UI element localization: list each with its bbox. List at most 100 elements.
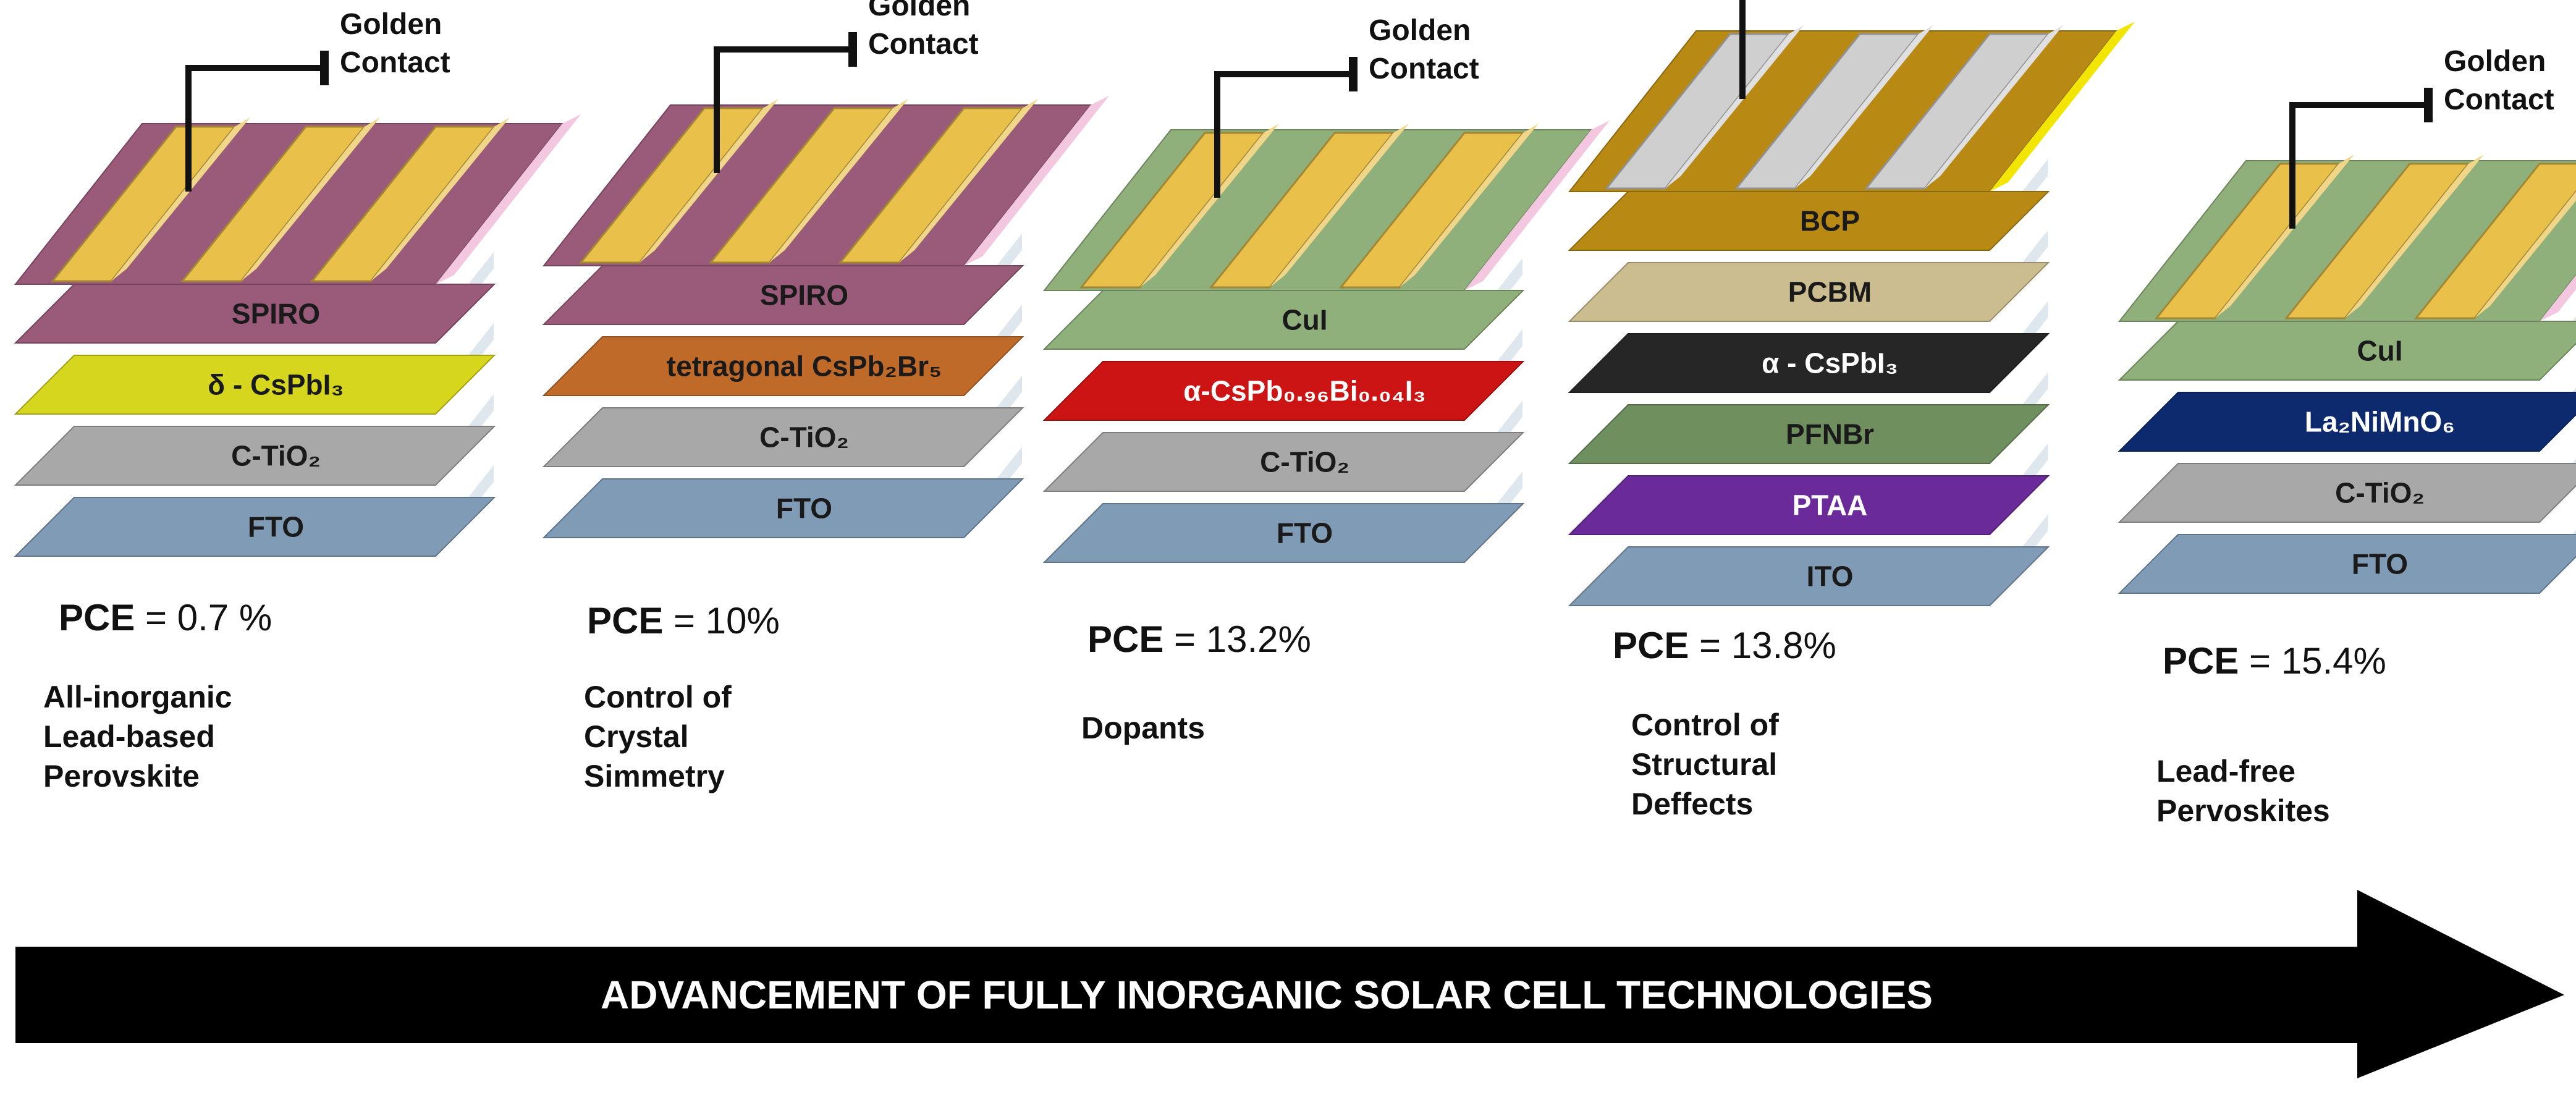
- layer-label: C-TiO₂: [231, 440, 321, 472]
- electrode-finger-highlight: [2215, 154, 2354, 318]
- layer-front-face: [1568, 475, 2050, 535]
- contact-label: Contact: [340, 46, 450, 79]
- cell-caption-line: Simmetry: [584, 759, 725, 793]
- layer-label: δ - CsPbI₃: [208, 369, 344, 401]
- contact-wire: [1214, 71, 1353, 198]
- pce-label: PCE: [587, 600, 674, 641]
- layer-front-face: [1568, 404, 2050, 464]
- electrode-finger-highlight: [1665, 25, 1804, 188]
- layer-front-face: [14, 426, 496, 486]
- advancement-arrow: ADVANCEMENT OF FULLY INORGANIC SOLAR CEL…: [15, 890, 2564, 1078]
- top-layer-edge: [964, 96, 1109, 266]
- electrode-finger-highlight: [111, 117, 250, 281]
- contact-label: Contact: [1369, 53, 1479, 85]
- layer-front-face: [2118, 321, 2576, 381]
- layer-front-face: [2118, 463, 2576, 523]
- cell-3: FTOC-TiO₂α-CsPb₀.₉₆Bi₀.₀₄I₃CuIGoldenCont…: [1042, 14, 1610, 745]
- layer-front-face: [14, 284, 496, 344]
- layer-front-face: [1042, 503, 1525, 563]
- contact-wire: [714, 46, 853, 173]
- pce-value: = 13.8%: [1699, 625, 1836, 666]
- pce-value: = 0.7 %: [145, 597, 272, 638]
- pce-label: PCE: [2163, 640, 2249, 682]
- cell-caption-line: Control of: [1631, 708, 1779, 742]
- layer-front-face: [542, 336, 1024, 396]
- layer-front-face: [2118, 534, 2576, 594]
- electrode-finger-highlight: [1140, 124, 1279, 287]
- layer-front-face: [14, 497, 496, 557]
- pce-text: PCE = 15.4%: [2163, 640, 2386, 682]
- layer-label: FTO: [2352, 548, 2408, 580]
- layer-label: ITO: [1807, 560, 1854, 593]
- electrode-finger-highlight: [2345, 154, 2484, 318]
- layer-front-face: [1042, 290, 1525, 350]
- cell-caption-line: Perovskite: [43, 759, 200, 793]
- contact-wire: [1739, 0, 1746, 99]
- contact-label: Contact: [2444, 83, 2554, 116]
- contact-wire: [2289, 102, 2428, 229]
- pce-label: PCE: [1087, 619, 1174, 660]
- layer-front-face: [1568, 262, 2050, 322]
- layer-label: C-TiO₂: [759, 421, 849, 454]
- electrode-finger-highlight: [899, 99, 1038, 263]
- top-layer-edge: [2540, 275, 2576, 321]
- top-layer-edge: [1464, 120, 1610, 290]
- cell-2: FTO C-TiO₂ tetragonal CsPb₂Br₅ SPIRO GoldenC…: [542, 0, 1109, 793]
- electrode-finger-highlight: [1270, 124, 1409, 287]
- electrode-finger-highlight: [241, 117, 380, 281]
- contact-label: Golden: [340, 8, 442, 41]
- layer-label: La₂NiMnO₆: [2305, 406, 2455, 438]
- layer-front-face: [1568, 191, 2050, 251]
- cell-caption-line: Control of: [584, 680, 732, 714]
- electrode-finger-highlight: [1925, 25, 2064, 188]
- pce-text: PCE = 13.8%: [1613, 625, 1836, 666]
- pce-text: PCE = 0.7 %: [59, 597, 272, 638]
- cell-caption-line: Structural: [1631, 747, 1777, 782]
- electrode-finger-highlight: [769, 99, 908, 263]
- pce-value: = 15.4%: [2249, 640, 2386, 682]
- layer-label: tetragonal CsPb₂Br₅: [667, 350, 942, 383]
- layer-label: CuI: [2357, 335, 2402, 367]
- cell-caption-line: Deffects: [1631, 787, 1753, 821]
- layer-front-face: [1042, 432, 1525, 492]
- electrode-finger-highlight: [1795, 25, 1934, 188]
- cell-caption-line: Lead-free: [2156, 754, 2295, 788]
- layer-front-face: [14, 355, 496, 415]
- pce-value: = 13.2%: [1174, 619, 1311, 660]
- cell-caption-line: Pervoskites: [2156, 793, 2330, 828]
- layer-label: PCBM: [1788, 276, 1872, 308]
- contact-label: Golden: [868, 0, 970, 22]
- top-layer-edge: [1990, 22, 2135, 192]
- pce-text: PCE = 13.2%: [1087, 619, 1311, 660]
- pce-value: = 10%: [674, 600, 780, 641]
- layer-label: C-TiO₂: [1260, 446, 1349, 478]
- pce-label: PCE: [1613, 625, 1699, 666]
- layer-label: α-CsPb₀.₉₆Bi₀.₀₄I₃: [1183, 375, 1426, 407]
- layer-label: SPIRO: [760, 279, 848, 311]
- cell-caption-line: All-inorganic: [43, 680, 232, 714]
- layer-label: BCP: [1800, 205, 1860, 237]
- layer-label: α - CsPbI₃: [1762, 347, 1898, 379]
- pce-text: PCE = 10%: [587, 600, 780, 641]
- layer-front-face: [1568, 333, 2050, 393]
- contact-label: Golden: [2444, 45, 2546, 78]
- layer-front-face: [542, 478, 1024, 538]
- layer-front-face: [1568, 546, 2050, 606]
- contact-label: Golden: [1369, 14, 1471, 47]
- contact-wire: [185, 65, 324, 192]
- layer-label: FTO: [776, 493, 832, 525]
- electrode-finger-highlight: [640, 99, 779, 263]
- top-layer-edge: [436, 114, 581, 284]
- layer-label: PFNBr: [1786, 418, 1874, 450]
- layer-label: FTO: [1277, 517, 1333, 549]
- pce-label: PCE: [59, 597, 145, 638]
- contact-label: Contact: [868, 28, 979, 61]
- advancement-arrow-text: ADVANCEMENT OF FULLY INORGANIC SOLAR CEL…: [601, 973, 1933, 1017]
- electrode-finger-highlight: [371, 117, 510, 281]
- layer-label: FTO: [248, 511, 304, 543]
- layer-front-face: [542, 407, 1024, 467]
